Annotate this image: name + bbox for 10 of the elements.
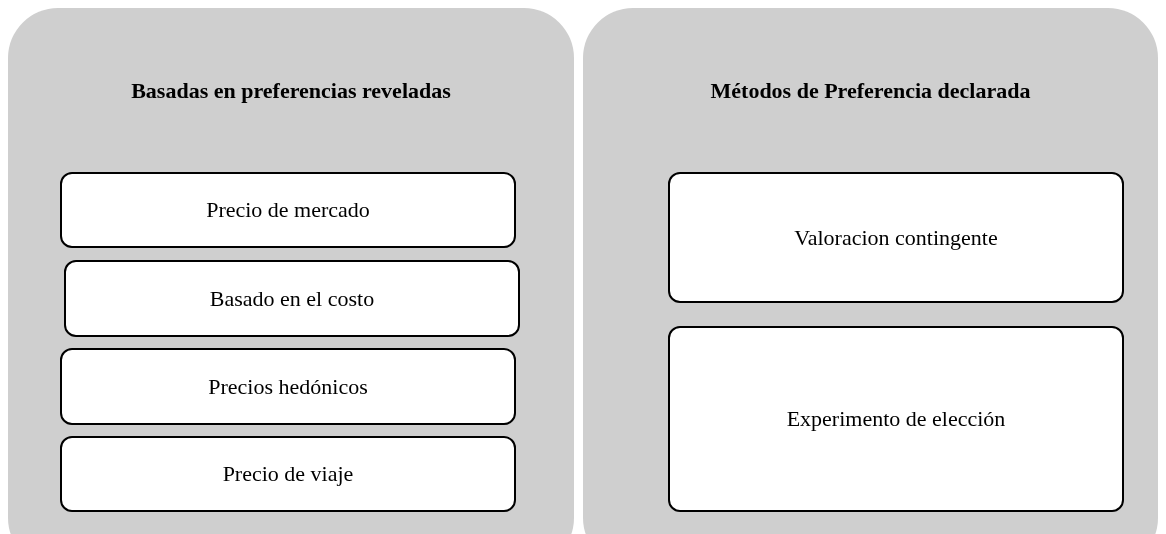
method-box: Valoracion contingente: [668, 172, 1124, 303]
group-panel: [583, 8, 1158, 534]
group-panel: [8, 8, 574, 534]
group-heading: Basadas en preferencias reveladas: [131, 78, 451, 104]
method-box: Precio de mercado: [60, 172, 516, 248]
method-box: Precios hedónicos: [60, 348, 516, 425]
method-box: Basado en el costo: [64, 260, 520, 337]
group-heading: Métodos de Preferencia declarada: [710, 78, 1031, 104]
method-box: Precio de viaje: [60, 436, 516, 512]
method-box: Experimento de elección: [668, 326, 1124, 512]
